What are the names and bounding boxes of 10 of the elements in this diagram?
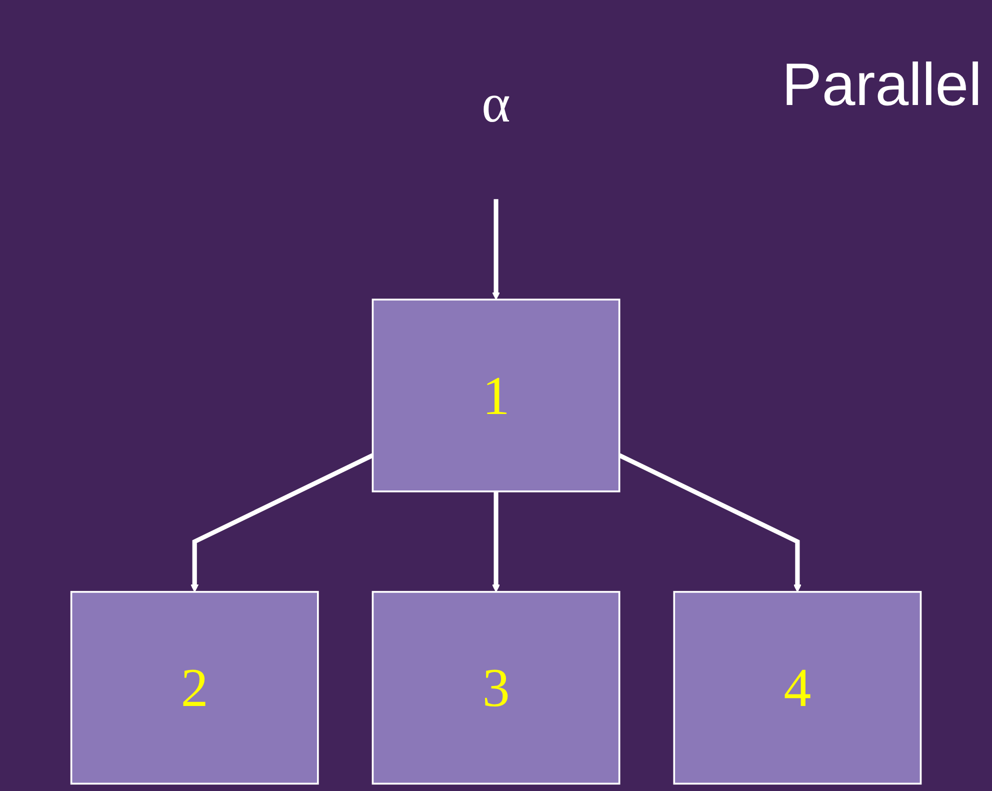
node-box: 4 (673, 590, 922, 785)
node-box: 2 (70, 590, 319, 785)
node-text: α (482, 73, 510, 134)
node-box: 1 (372, 298, 620, 492)
diagram-label: Parallel (782, 50, 982, 119)
arrow (618, 453, 802, 592)
arrow (190, 453, 374, 592)
node-box: 3 (372, 590, 620, 785)
arrow (492, 199, 500, 300)
arrow (492, 491, 500, 592)
